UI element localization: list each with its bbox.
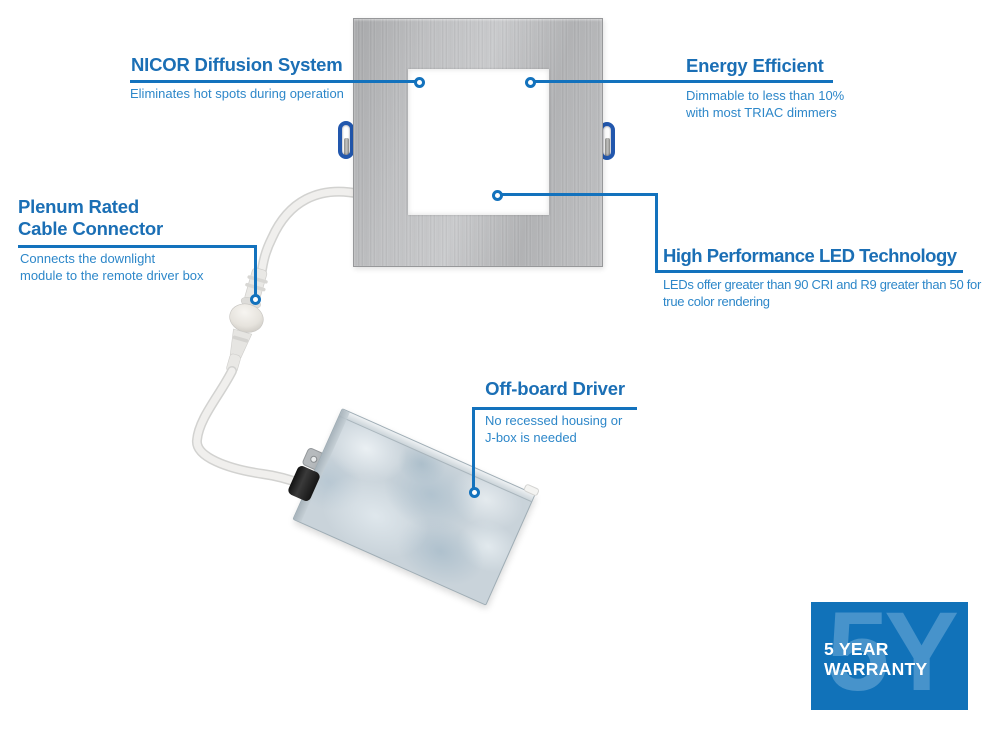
right-clip-spring — [605, 138, 610, 157]
left-clip-spring — [344, 138, 349, 157]
downlight-lens — [408, 69, 549, 215]
energy-desc-line1: Dimmable to less than 10% — [686, 88, 845, 103]
warranty-watermark: 5Y — [827, 602, 959, 710]
led-callout-desc: LEDs offer greater than 90 CRI and R9 gr… — [663, 276, 981, 310]
callout-line-led-horizontal — [500, 193, 658, 196]
energy-callout-desc: Dimmable to less than 10% with most TRIA… — [686, 87, 844, 121]
led-desc-line2: true color rendering — [663, 294, 770, 309]
plenum-desc-line1: Connects the downlight — [20, 251, 156, 266]
plenum-title-line2: Cable Connector — [18, 218, 164, 239]
led-callout-title: High Performance LED Technology — [663, 245, 957, 266]
callout-line-led-vertical — [655, 193, 658, 273]
energy-desc-line2: with most TRIAC dimmers — [686, 105, 837, 120]
plenum-callout-title: Plenum Rated Cable Connector — [18, 196, 163, 240]
callout-line-plenum-vertical — [254, 245, 257, 297]
downlight-fixture-trim — [353, 18, 603, 267]
driver-callout-desc: No recessed housing or J-box is needed — [485, 412, 622, 446]
callout-dot-plenum — [250, 294, 261, 305]
cable-connector-illustration — [226, 267, 268, 373]
callout-dot-energy — [525, 77, 536, 88]
callout-line-driver-underline — [472, 407, 637, 410]
callout-dot-driver — [469, 487, 480, 498]
led-desc-line1: LEDs offer greater than 90 CRI and R9 gr… — [663, 277, 981, 292]
callout-line-led-underline — [655, 270, 963, 273]
warranty-line1: 5 YEAR — [824, 639, 889, 659]
plenum-callout-desc: Connects the downlight module to the rem… — [20, 250, 204, 284]
energy-callout-title: Energy Efficient — [686, 55, 824, 76]
warranty-line2: WARRANTY — [824, 658, 928, 679]
driver-callout-title: Off-board Driver — [485, 378, 625, 399]
callout-dot-led — [492, 190, 503, 201]
left-spring-clip — [338, 121, 354, 159]
plenum-title-line1: Plenum Rated — [18, 196, 139, 217]
callout-line-driver-vertical — [472, 407, 475, 489]
warranty-text: 5 YEAR WARRANTY — [824, 639, 928, 679]
callout-line-energy — [530, 80, 833, 83]
plenum-desc-line2: module to the remote driver box — [20, 268, 204, 283]
warranty-badge: 5Y 5 YEAR WARRANTY — [811, 602, 968, 710]
diffusion-callout-title: NICOR Diffusion System — [131, 54, 343, 75]
callout-line-plenum-underline — [18, 245, 257, 248]
diffusion-callout-desc: Eliminates hot spots during operation — [130, 86, 344, 101]
callout-line-diffusion — [130, 80, 420, 83]
driver-desc-line1: No recessed housing or — [485, 413, 623, 428]
callout-dot-diffusion — [414, 77, 425, 88]
driver-desc-line2: J-box is needed — [485, 430, 577, 445]
